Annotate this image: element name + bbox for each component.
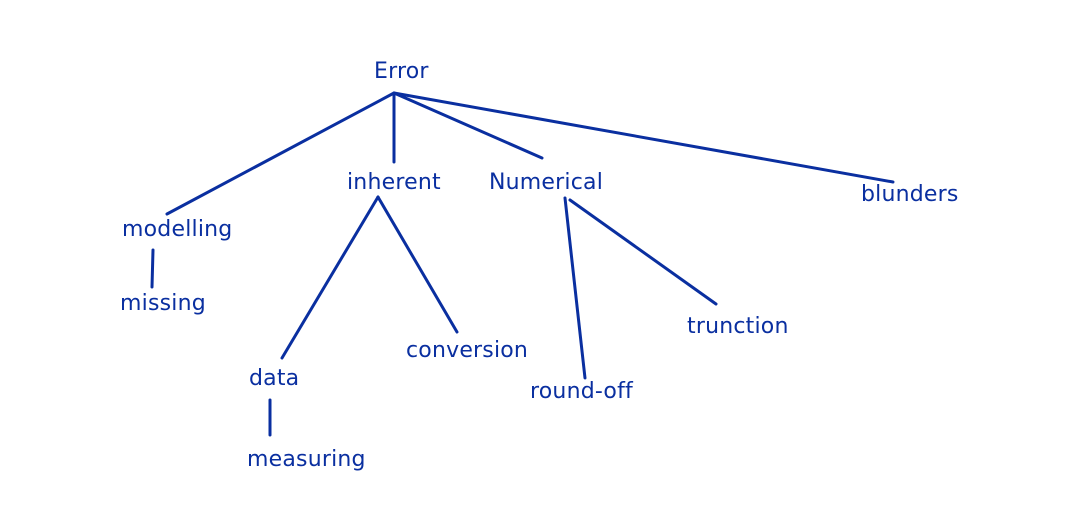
node-blunders: blunders xyxy=(861,182,959,207)
node-round-off: round-off xyxy=(530,379,633,404)
node-trunction: trunction xyxy=(687,314,789,339)
node-measuring: measuring xyxy=(247,447,366,472)
node-modelling: modelling xyxy=(122,217,233,242)
edge-modelling-missing xyxy=(150,248,155,289)
node-conversion: conversion xyxy=(406,338,529,363)
edge-numerical-round-off xyxy=(563,196,587,380)
edge-inherent-data xyxy=(280,195,380,360)
node-numerical: Numerical xyxy=(489,170,604,195)
node-error: Error xyxy=(374,59,429,84)
edge-error-modelling xyxy=(165,91,396,216)
edge-inherent-conversion xyxy=(376,195,459,334)
edge-error-blunders xyxy=(392,91,895,184)
edge-error-numerical xyxy=(392,91,544,160)
node-data: data xyxy=(249,366,300,391)
node-missing: missing xyxy=(120,291,206,316)
node-inherent: inherent xyxy=(347,170,441,195)
edge-numerical-trunction xyxy=(568,198,718,306)
